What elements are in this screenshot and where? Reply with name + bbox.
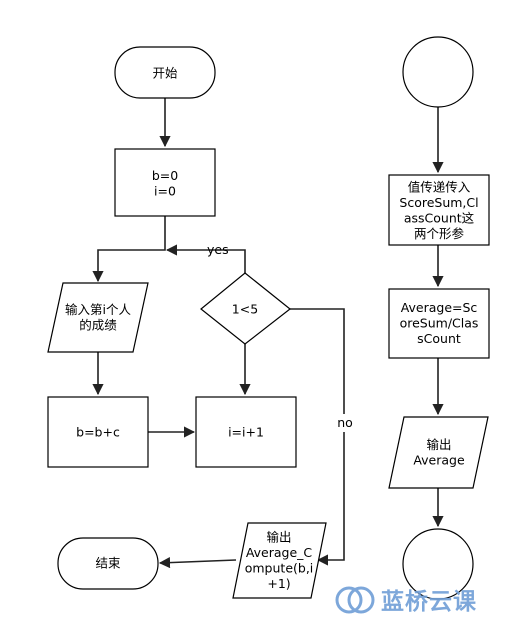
- condition-label: 1<5: [232, 302, 258, 317]
- node-text-line: ompute(b,i: [245, 560, 314, 575]
- node-text-line: b=0: [152, 168, 178, 183]
- node-text-line: 结束: [95, 556, 121, 571]
- output-call-data: [232, 522, 327, 599]
- watermark: 蓝桥云课: [335, 586, 477, 615]
- node-text-line: Average: [413, 452, 465, 467]
- add-process: [47, 396, 149, 468]
- node-text-line: b=b+c: [76, 425, 120, 440]
- node-text-line: 开始: [152, 66, 178, 81]
- yes-label: yes: [207, 242, 229, 257]
- node-text-line: 1<5: [232, 302, 258, 317]
- watermark-text: 蓝桥云课: [381, 588, 477, 615]
- input-label: 输入第i个人的成绩: [65, 302, 131, 333]
- bluebridge-logo-icon: [335, 586, 375, 614]
- average-process: [388, 288, 490, 359]
- edge-output-to-end: [158, 557, 237, 569]
- node-text-line: 的成绩: [79, 317, 117, 332]
- end-terminator: [57, 537, 159, 590]
- start-label: 开始: [152, 66, 178, 81]
- node-text-line: i=i+1: [228, 425, 264, 440]
- node-text-line: 值传递传入: [408, 179, 471, 194]
- node-text-line: ScoreSum,Cl: [399, 195, 478, 210]
- connector-bottom-circle: [402, 528, 474, 600]
- no-label: no: [337, 415, 353, 430]
- connector-top-circle: [402, 36, 474, 108]
- add-label: b=b+c: [76, 425, 120, 440]
- output-average-data: [388, 416, 489, 489]
- edge-init-to-input: [92, 216, 166, 283]
- start-terminator: [114, 46, 216, 99]
- node-text-line: 输出: [426, 437, 451, 452]
- node-text-line: Average_C: [246, 545, 313, 560]
- increment-label: i=i+1: [228, 425, 264, 440]
- node-text-line: Average=Sc: [401, 300, 478, 315]
- input-data: [47, 282, 149, 353]
- node-text-line: 输出: [266, 529, 291, 544]
- node-text-line: oreSum/Clas: [400, 316, 479, 331]
- end-label: 结束: [95, 556, 121, 571]
- node-text-line: i=0: [154, 183, 176, 198]
- no-label-bg: [334, 414, 356, 432]
- node-text-line: assCount这: [404, 210, 475, 225]
- pass-params-process: [388, 174, 490, 246]
- edge-cond-no: [290, 308, 345, 566]
- edge-cond-yes-loop: [165, 244, 246, 273]
- node-text-line: sCount: [417, 331, 461, 346]
- node-text-line: 输入第i个人: [65, 302, 131, 317]
- condition-decision: [200, 272, 291, 345]
- init-process: [114, 148, 216, 217]
- node-text-line: 两个形参: [414, 226, 465, 241]
- increment-process: [195, 396, 297, 468]
- node-text-line: +1): [267, 576, 290, 591]
